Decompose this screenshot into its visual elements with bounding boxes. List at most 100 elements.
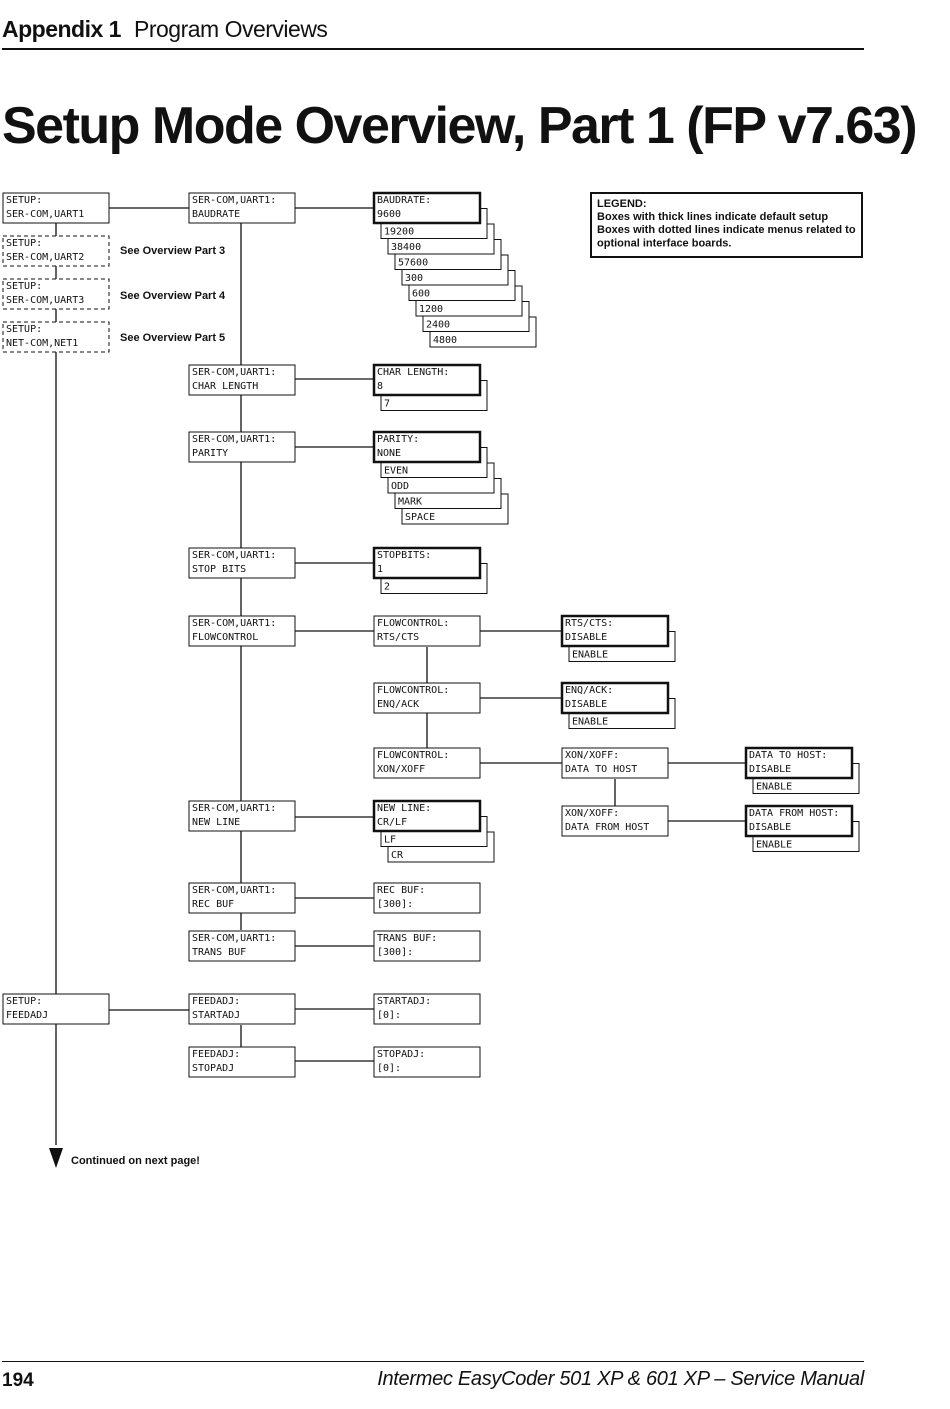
data-from-host-stack-title: DATA FROM HOST: [749,808,839,819]
setup-ser-com-uart2-box-line1: SETUP: [6,238,42,249]
sercom-trans-buf-box [188,930,296,962]
flowcontrol-xon-xoff-box [373,747,481,779]
xonxoff-data-to-host-box-line2: DATA TO HOST [565,764,637,775]
data-from-host-stack-option-1: ENABLE [756,840,792,851]
legend-heading: LEGEND: [597,198,647,210]
sercom-baudrate-box [188,192,296,224]
baudrate-stack-option-6: 1200 [419,304,443,315]
enq-ack-stack-default-box [560,681,670,715]
rts-cts-stack-option-0: DISABLE [565,632,607,643]
setup-ser-com-uart1-box-line1: SETUP: [6,195,42,206]
data-to-host-stack-default-box [744,746,854,780]
setup-feedadj-box-line2: FEEDADJ [6,1010,48,1021]
sercom-new-line-box-line1: SER-COM,UART1: [192,803,276,814]
baudrate-stack-option-8: 4800 [433,335,457,346]
sercom-char-length-box-line2: CHAR LENGTH [192,381,258,392]
see-overview-part5-note: See Overview Part 5 [120,332,225,344]
appendix-label: Appendix 1 [2,16,121,42]
stopbits-stack-default-box [372,546,482,580]
feedadj-stopadj-box-line2: STOPADJ [192,1063,234,1074]
char-length-stack-option-1: 7 [384,399,390,410]
setup-ser-com-uart1-box [2,192,110,224]
sercom-rec-buf-box-line1: SER-COM,UART1: [192,885,276,896]
parity-stack-title: PARITY: [377,434,419,445]
rec-buf-value-box [373,882,481,914]
flowcontrol-xon-xoff-box-line1: FLOWCONTROL: [377,750,449,761]
stopbits-stack-title: STOPBITS: [377,550,431,561]
parity-stack-option-0: NONE [377,448,401,459]
new-line-stack-default-box [372,799,482,833]
enq-ack-stack-option-1: ENABLE [572,717,608,728]
new-line-stack-option-1: LF [384,835,396,846]
enq-ack-stack-option-0: DISABLE [565,699,607,710]
sercom-flowcontrol-box-line2: FLOWCONTROL [192,632,258,643]
setup-net-com-net1-box [2,321,110,353]
setup-ser-com-uart3-box [2,278,110,310]
footer-rule [2,1361,864,1362]
baudrate-stack-option-0: 9600 [377,209,401,220]
sercom-rec-buf-box-line2: REC BUF [192,899,234,910]
continue-arrow [49,1148,63,1168]
sercom-stop-bits-box-line1: SER-COM,UART1: [192,550,276,561]
stopadj-value-box-line1: STOPADJ: [377,1049,425,1060]
trans-buf-value-box-line2: [300]: [377,947,413,958]
stopadj-value-box [373,1046,481,1078]
sercom-trans-buf-box-line2: TRANS BUF [192,947,246,958]
sercom-parity-box-line1: SER-COM,UART1: [192,434,276,445]
setup-feedadj-box-line1: SETUP: [6,996,42,1007]
flowcontrol-rts-cts-box-line1: FLOWCONTROL: [377,618,449,629]
data-from-host-stack-option-0: DISABLE [749,822,791,833]
setup-net-com-net1-box-line2: NET-COM,NET1 [6,338,78,349]
flowcontrol-rts-cts-box [373,615,481,647]
parity-stack-option-1: EVEN [384,466,408,477]
stopadj-value-box-line2: [0]: [377,1063,401,1074]
data-to-host-stack-option-1: ENABLE [756,782,792,793]
see-overview-part3-note: See Overview Part 3 [120,245,225,257]
flowcontrol-xon-xoff-box-line2: XON/XOFF [377,764,425,775]
see-overview-part4-note: See Overview Part 4 [120,290,226,302]
sercom-stop-bits-box [188,547,296,579]
setup-ser-com-uart1-box-line2: SER-COM,UART1 [6,209,84,220]
sercom-baudrate-box-line2: BAUDRATE [192,209,240,220]
setup-ser-com-uart2-box [2,235,110,267]
sercom-parity-box-line2: PARITY [192,448,228,459]
sercom-char-length-box [188,364,296,396]
sercom-flowcontrol-box [188,615,296,647]
trans-buf-value-box [373,930,481,962]
feedadj-startadj-box [188,993,296,1025]
feedadj-stopadj-box [188,1046,296,1078]
xonxoff-data-to-host-box [561,747,669,779]
parity-stack-default-box [372,430,482,464]
section-title: Program Overviews [134,16,328,42]
xonxoff-data-from-host-box-line2: DATA FROM HOST [565,822,649,833]
enq-ack-stack-title: ENQ/ACK: [565,685,613,696]
setup-ser-com-uart2-box-line2: SER-COM,UART2 [6,252,84,263]
startadj-value-box [373,993,481,1025]
sercom-new-line-box-line2: NEW LINE [192,817,240,828]
data-to-host-stack-option-0: DISABLE [749,764,791,775]
feedadj-startadj-box-line1: FEEDADJ: [192,996,240,1007]
baudrate-stack-option-7: 2400 [426,320,450,331]
parity-stack-option-3: MARK [398,497,422,508]
sercom-baudrate-box-line1: SER-COM,UART1: [192,195,276,206]
new-line-stack-option-0: CR/LF [377,817,407,828]
diagram-labels: SETUP:SER-COM,UART1SETUP:SER-COM,UART2SE… [6,195,856,1167]
data-to-host-stack-title: DATA TO HOST: [749,750,827,761]
parity-stack-option-2: ODD [391,481,409,492]
sercom-stop-bits-box-line2: STOP BITS [192,564,246,575]
sercom-trans-buf-box-line1: SER-COM,UART1: [192,933,276,944]
setup-net-com-net1-box-line1: SETUP: [6,324,42,335]
legend-box [590,192,863,258]
char-length-stack-default-box [372,363,482,397]
trans-buf-value-box-line1: TRANS BUF: [377,933,437,944]
startadj-value-box-line1: STARTADJ: [377,996,431,1007]
rts-cts-stack-title: RTS/CTS: [565,618,613,629]
baudrate-stack-option-4: 300 [405,273,423,284]
flowcontrol-rts-cts-box-line2: RTS/CTS [377,632,419,643]
legend-line-2: optional interface boards. [597,237,731,249]
sercom-rec-buf-box [188,882,296,914]
sercom-flowcontrol-box-line1: SER-COM,UART1: [192,618,276,629]
data-from-host-stack-default-box [744,804,854,838]
baudrate-stack-option-1: 19200 [384,227,414,238]
